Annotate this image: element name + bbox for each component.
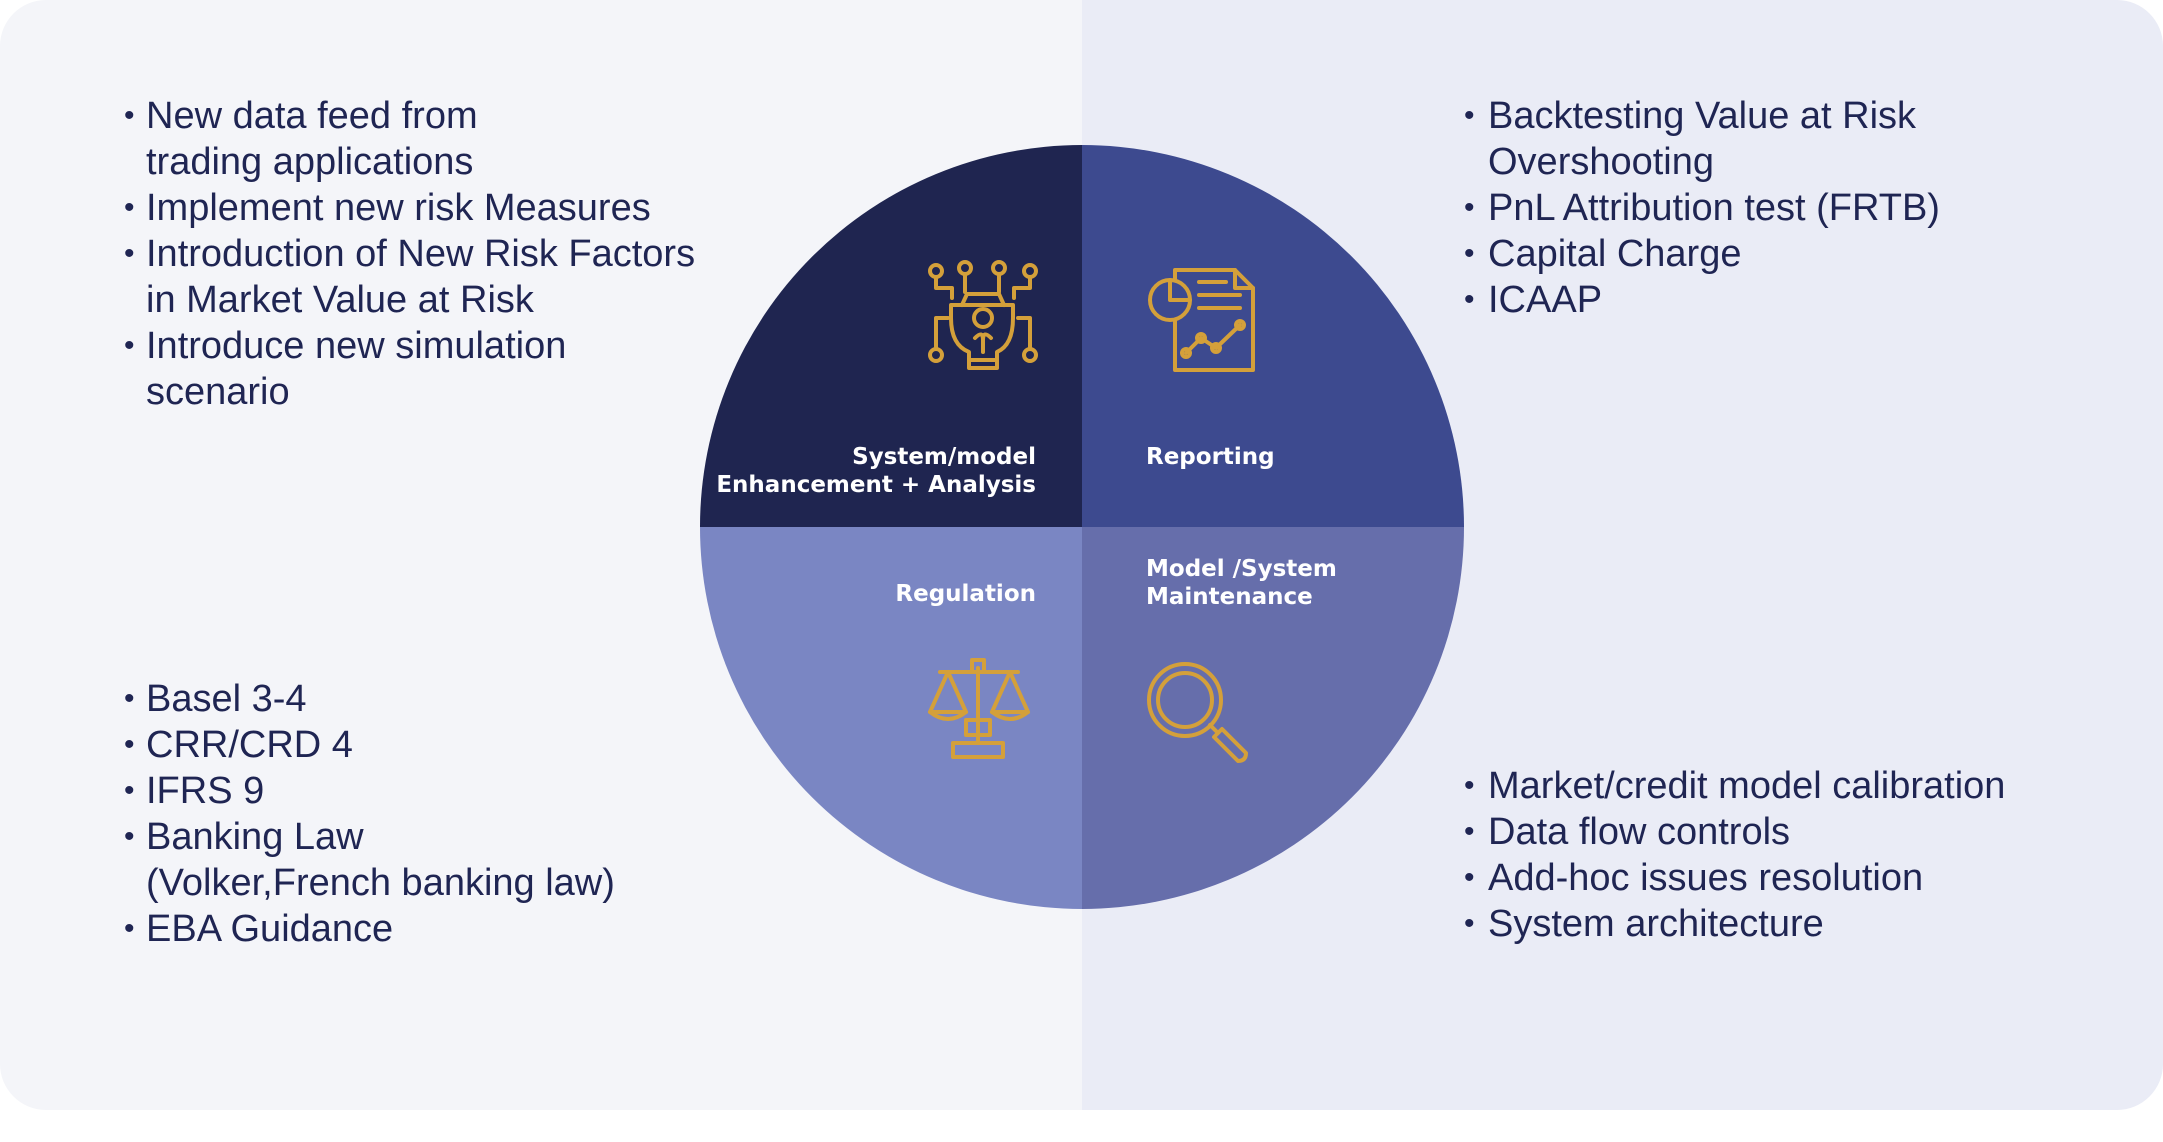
list-item: Introduce new simulation scenario [124, 323, 764, 415]
list-item: Backtesting Value at Risk Overshooting [1464, 93, 2084, 185]
system-model-list: New data feed from trading applications … [124, 93, 764, 415]
list-item: EBA Guidance [124, 906, 764, 952]
report-document-icon [1148, 268, 1255, 372]
list-item: Implement new risk Measures [124, 185, 764, 231]
quadrant-label-maintenance: Model /System Maintenance [1146, 556, 1337, 610]
maintenance-list: Market/credit model calibration Data flo… [1464, 763, 2124, 947]
gear-lightbulb-icon [928, 260, 1038, 370]
list-item: Basel 3-4 [124, 676, 764, 722]
quadrant-label-regulation: Regulation [895, 581, 1036, 607]
list-item: IFRS 9 [124, 768, 764, 814]
quadrant-bottom-right [1082, 527, 1464, 909]
list-item: ICAAP [1464, 277, 2084, 323]
list-item: Market/credit model calibration [1464, 763, 2124, 809]
list-item: Banking Law (Volker,French banking law) [124, 814, 764, 906]
list-item: Capital Charge [1464, 231, 2084, 277]
list-item: Data flow controls [1464, 809, 2124, 855]
quadrant-top-right [1082, 145, 1464, 527]
list-item: System architecture [1464, 901, 2124, 947]
quadrant-label-reporting: Reporting [1146, 444, 1275, 470]
quadrant-top-left [700, 145, 1082, 527]
list-item: Add-hoc issues resolution [1464, 855, 2124, 901]
quadrant-label-system-model: System/model Enhancement + Analysis [716, 444, 1036, 498]
quadrant-bottom-left [700, 527, 1082, 909]
regulation-list: Basel 3-4 CRR/CRD 4 IFRS 9 Banking Law (… [124, 676, 764, 952]
list-item: CRR/CRD 4 [124, 722, 764, 768]
list-item: Introduction of New Risk Factors in Mark… [124, 231, 764, 323]
balance-scale-icon [928, 658, 1030, 759]
reporting-list: Backtesting Value at Risk Overshooting P… [1464, 93, 2084, 323]
list-item: PnL Attribution test (FRTB) [1464, 185, 2084, 231]
magnifier-icon [1147, 662, 1248, 763]
list-item: New data feed from trading applications [124, 93, 764, 185]
